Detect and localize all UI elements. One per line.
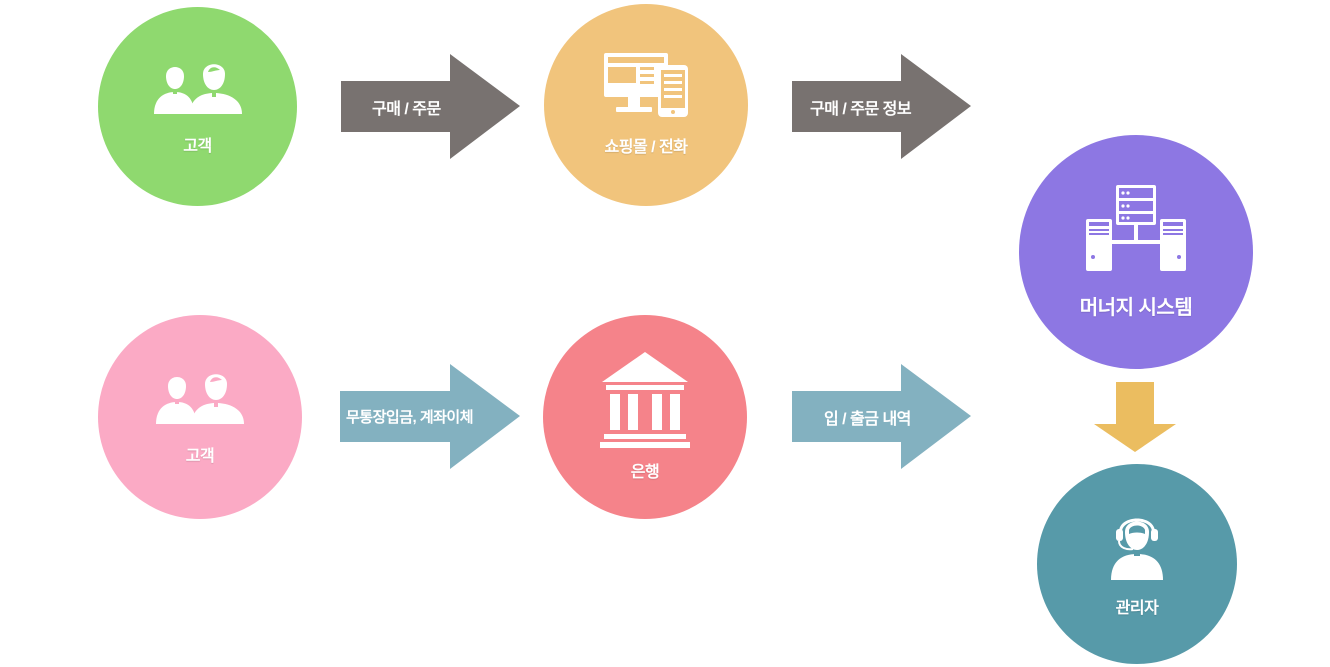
order-arrow-shape bbox=[341, 54, 520, 159]
deposit-arrow-label: 무통장입금, 계좌이체 bbox=[346, 409, 474, 426]
customer-node-top: 고객 bbox=[98, 7, 297, 206]
bank-label: 은행 bbox=[630, 464, 660, 481]
deposit-arrow: 무통장입금, 계좌이체 bbox=[340, 364, 520, 469]
headset-operator-icon bbox=[1111, 518, 1163, 580]
bank-building-icon bbox=[600, 352, 690, 448]
in-out-arrow-shape bbox=[792, 364, 971, 469]
manager-label: 관리자 bbox=[1115, 600, 1159, 617]
money-system-label: 머너지 시스템 bbox=[1079, 296, 1193, 319]
order-info-arrow-shape bbox=[792, 54, 971, 159]
customer-label-top: 고객 bbox=[183, 137, 212, 155]
in-out-arrow: 입 / 출금 내역 bbox=[792, 364, 971, 469]
shop-node: 쇼핑몰 / 전화 bbox=[544, 4, 748, 206]
order-info-arrow: 구매 / 주문 정보 bbox=[792, 54, 971, 159]
deposit-arrow-shape bbox=[340, 364, 520, 469]
down-arrow-shape bbox=[1094, 382, 1176, 452]
order-arrow: 구매 / 주문 bbox=[341, 54, 520, 159]
order-arrow-label: 구매 / 주문 bbox=[372, 100, 441, 118]
two-people-icon bbox=[156, 374, 244, 424]
order-info-arrow-label: 구매 / 주문 정보 bbox=[810, 100, 912, 118]
in-out-arrow-label: 입 / 출금 내역 bbox=[824, 410, 911, 428]
customer-node-bottom: 고객 bbox=[98, 315, 302, 519]
money-system-node: 머너지 시스템 bbox=[1019, 135, 1253, 369]
manager-node: 관리자 bbox=[1037, 464, 1237, 664]
bank-node: 은행 bbox=[543, 315, 747, 519]
shop-label: 쇼핑몰 / 전화 bbox=[604, 139, 688, 156]
two-people-icon bbox=[153, 63, 242, 114]
down-arrow bbox=[1094, 382, 1176, 452]
server-network-icon bbox=[1086, 184, 1186, 271]
monitor-phone-icon bbox=[604, 53, 688, 117]
customer-label-bottom: 고객 bbox=[185, 448, 215, 465]
